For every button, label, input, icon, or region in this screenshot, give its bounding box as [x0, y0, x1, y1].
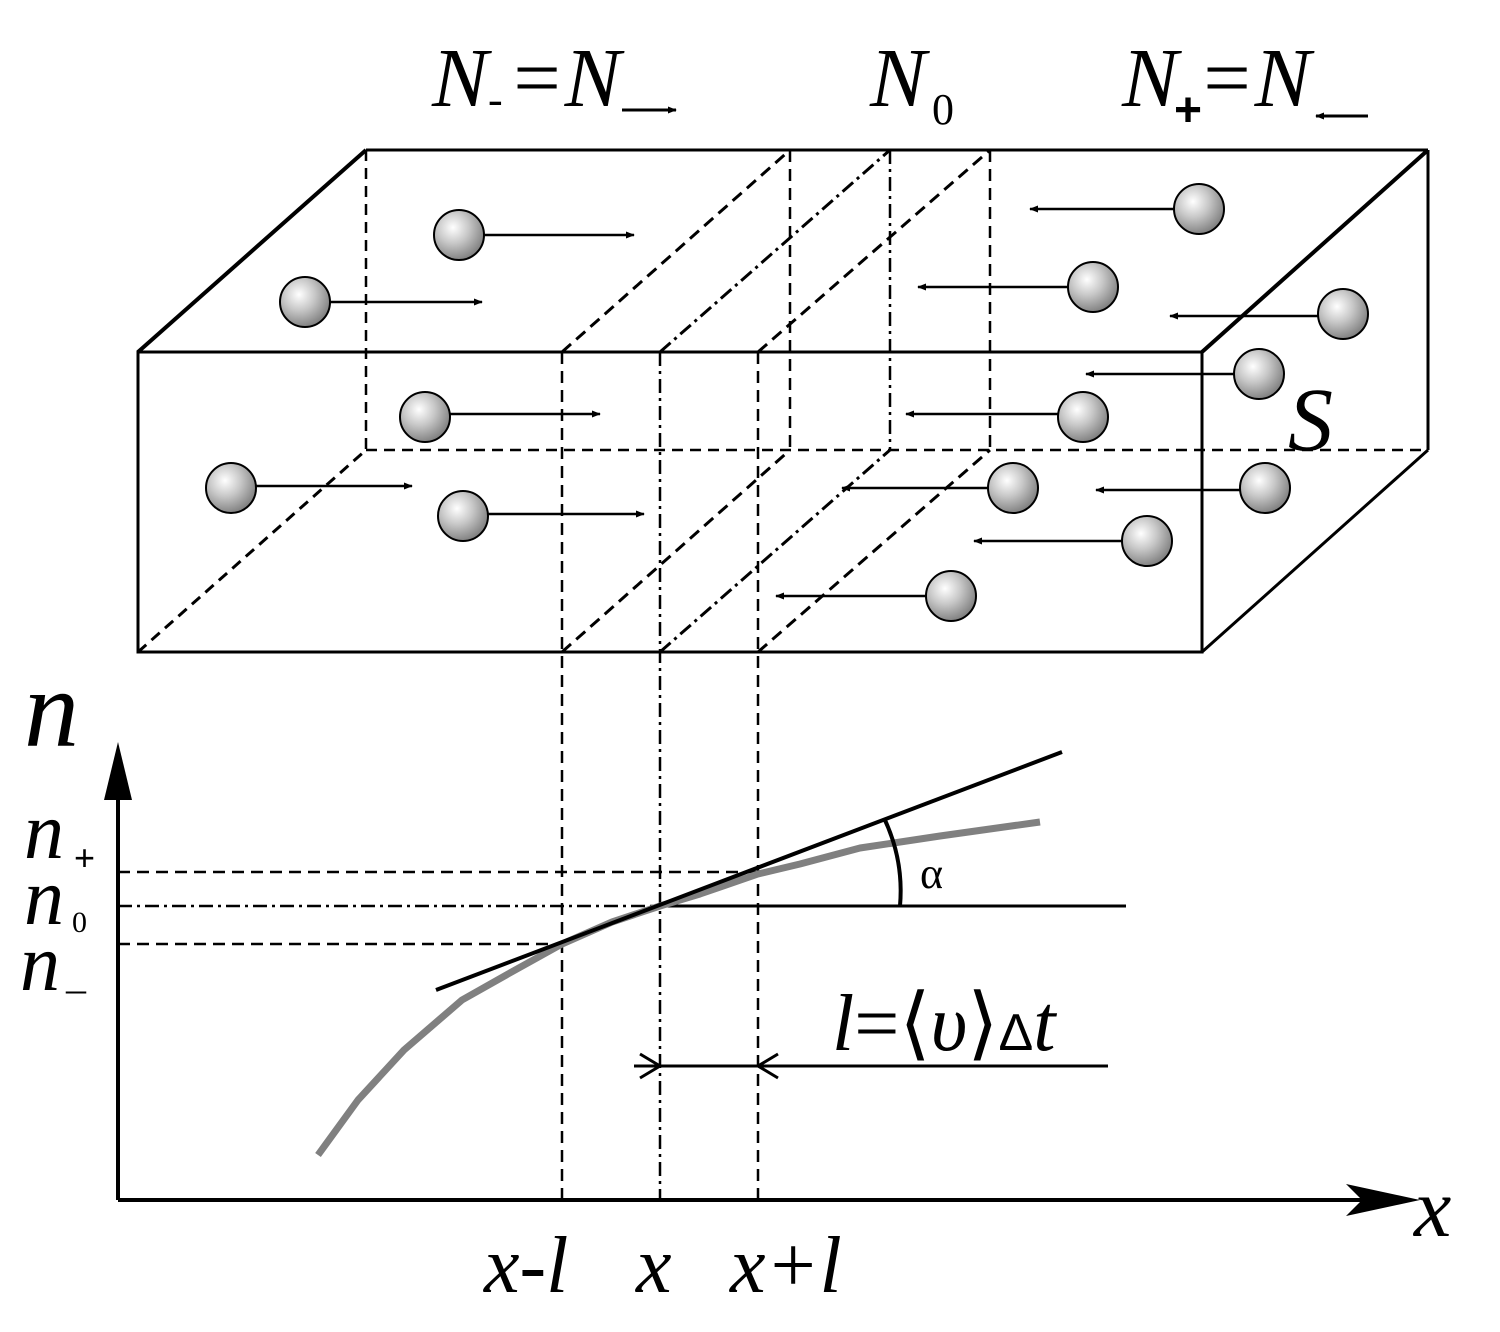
- molecule-left-arrow: [1169, 288, 1369, 340]
- svg-text:n: n: [24, 854, 64, 942]
- tick-label-x: x: [635, 1222, 672, 1310]
- tick-label-x-minus-l: x-l: [483, 1222, 568, 1310]
- tick-arrow-right-icon: [639, 1052, 663, 1080]
- svg-text:0: 0: [932, 85, 954, 134]
- section-x: [658, 148, 892, 1200]
- x-axis-arrow-icon: [1346, 1184, 1420, 1216]
- free-path-label: l=⟨υ⟩Δt: [832, 980, 1057, 1068]
- molecule-icon: [433, 209, 485, 261]
- svg-text:N: N: [431, 32, 492, 125]
- label-area-s: S: [1288, 371, 1333, 470]
- molecule-icon: [1121, 515, 1173, 567]
- molecule-icon: [437, 490, 489, 542]
- molecule-icon: [279, 276, 331, 328]
- label-n-zero: n 0: [24, 854, 87, 942]
- svg-text:+: +: [74, 837, 95, 878]
- box-right-bottom-edge: [1201, 448, 1429, 654]
- label-n-plus: n +: [24, 788, 95, 878]
- y-axis-arrow-icon: [104, 742, 132, 800]
- molecule-icon: [1057, 391, 1109, 443]
- tangent-line: [435, 750, 1063, 992]
- molecules-moving-right: [205, 209, 645, 542]
- svg-text:N: N: [869, 32, 930, 125]
- molecule-left-arrow: [905, 391, 1109, 443]
- box: [136, 148, 1430, 654]
- box-right-top-edge: [1200, 148, 1430, 354]
- svg-text:n: n: [24, 788, 64, 876]
- molecule-left-arrow: [917, 261, 1119, 313]
- section-x-plus-l: [756, 148, 992, 1200]
- svg-text:=N: =N: [1198, 32, 1315, 125]
- molecule-icon: [1067, 261, 1119, 313]
- box-left-top-edge: [136, 148, 368, 354]
- molecule-icon: [925, 570, 977, 622]
- tick-arrow-left-icon: [755, 1052, 779, 1080]
- molecule-left-arrow: [1029, 183, 1225, 235]
- molecule-icon: [1173, 183, 1225, 235]
- molecule-icon: [205, 462, 257, 514]
- label-n-plus-eq-n-left: N + =N: [1121, 32, 1368, 137]
- molecule-right-arrow: [399, 391, 601, 443]
- molecule-icon: [1239, 462, 1291, 514]
- label-n-minus: n –: [20, 920, 87, 1011]
- svg-text:0: 0: [72, 906, 87, 939]
- svg-text:n: n: [20, 920, 60, 1008]
- molecule-icon: [987, 462, 1039, 514]
- svg-text:-: -: [488, 75, 503, 124]
- molecule-left-arrow: [1085, 348, 1285, 400]
- angle-arc: [882, 817, 903, 907]
- angle-label: α: [920, 849, 943, 898]
- svg-text:–: –: [65, 966, 87, 1011]
- molecule-left-arrow: [775, 570, 977, 622]
- label-n0: N 0: [869, 32, 954, 134]
- label-n-minus-eq-n-right: N - =N: [431, 32, 677, 125]
- svg-text:N: N: [1121, 32, 1182, 125]
- molecules-moving-left: [775, 183, 1369, 622]
- molecule-icon: [1233, 348, 1285, 400]
- molecule-right-arrow: [437, 490, 645, 542]
- molecule-right-arrow: [279, 276, 483, 328]
- box-front-face: [136, 350, 1204, 654]
- y-axis-label: n: [24, 648, 79, 770]
- molecule-icon: [399, 391, 451, 443]
- cross-sections: [560, 148, 992, 1200]
- box-hidden-left-bottom-edge: [137, 448, 367, 654]
- molecule-right-arrow: [205, 462, 413, 514]
- svg-text:+: +: [1174, 84, 1202, 137]
- molecule-left-arrow: [1095, 462, 1291, 514]
- graph: n x α n + n 0 n – l=⟨υ⟩Δt: [20, 648, 1451, 1310]
- molecule-icon: [1317, 288, 1369, 340]
- mean-free-path: l=⟨υ⟩Δt: [634, 980, 1108, 1080]
- tick-label-x-plus-l: x+l: [729, 1222, 842, 1310]
- section-x-minus-l: [560, 148, 792, 1200]
- x-axis-label: x: [1412, 1162, 1451, 1255]
- molecule-left-arrow: [973, 515, 1173, 567]
- molecule-left-arrow: [841, 462, 1039, 514]
- svg-text:=N: =N: [508, 32, 625, 125]
- molecule-right-arrow: [433, 209, 635, 261]
